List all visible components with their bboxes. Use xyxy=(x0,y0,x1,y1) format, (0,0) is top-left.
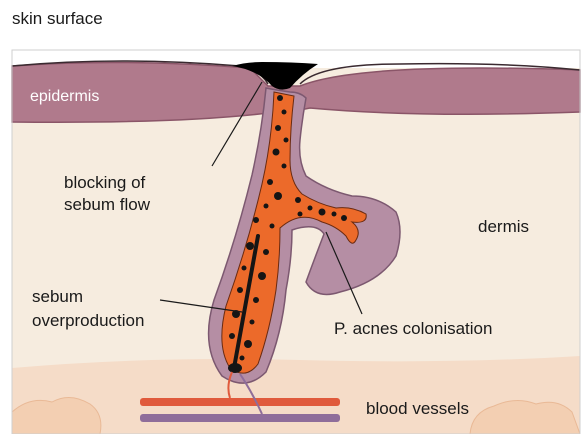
label-sebum-line2: overproduction xyxy=(32,310,144,332)
hair-bulb xyxy=(228,363,242,373)
label-sebum-line1: sebum xyxy=(32,286,83,308)
vein xyxy=(140,414,340,422)
artery xyxy=(140,398,340,406)
label-epidermis: epidermis xyxy=(30,86,99,108)
label-dermis: dermis xyxy=(478,216,529,238)
label-skin-surface: skin surface xyxy=(12,8,103,30)
label-blood-vessels: blood vessels xyxy=(366,398,469,420)
label-blocking-line1: blocking of xyxy=(64,172,145,194)
label-blocking-line2: sebum flow xyxy=(64,194,150,216)
label-p-acnes-colonisation: P. acnes colonisation xyxy=(334,318,492,340)
